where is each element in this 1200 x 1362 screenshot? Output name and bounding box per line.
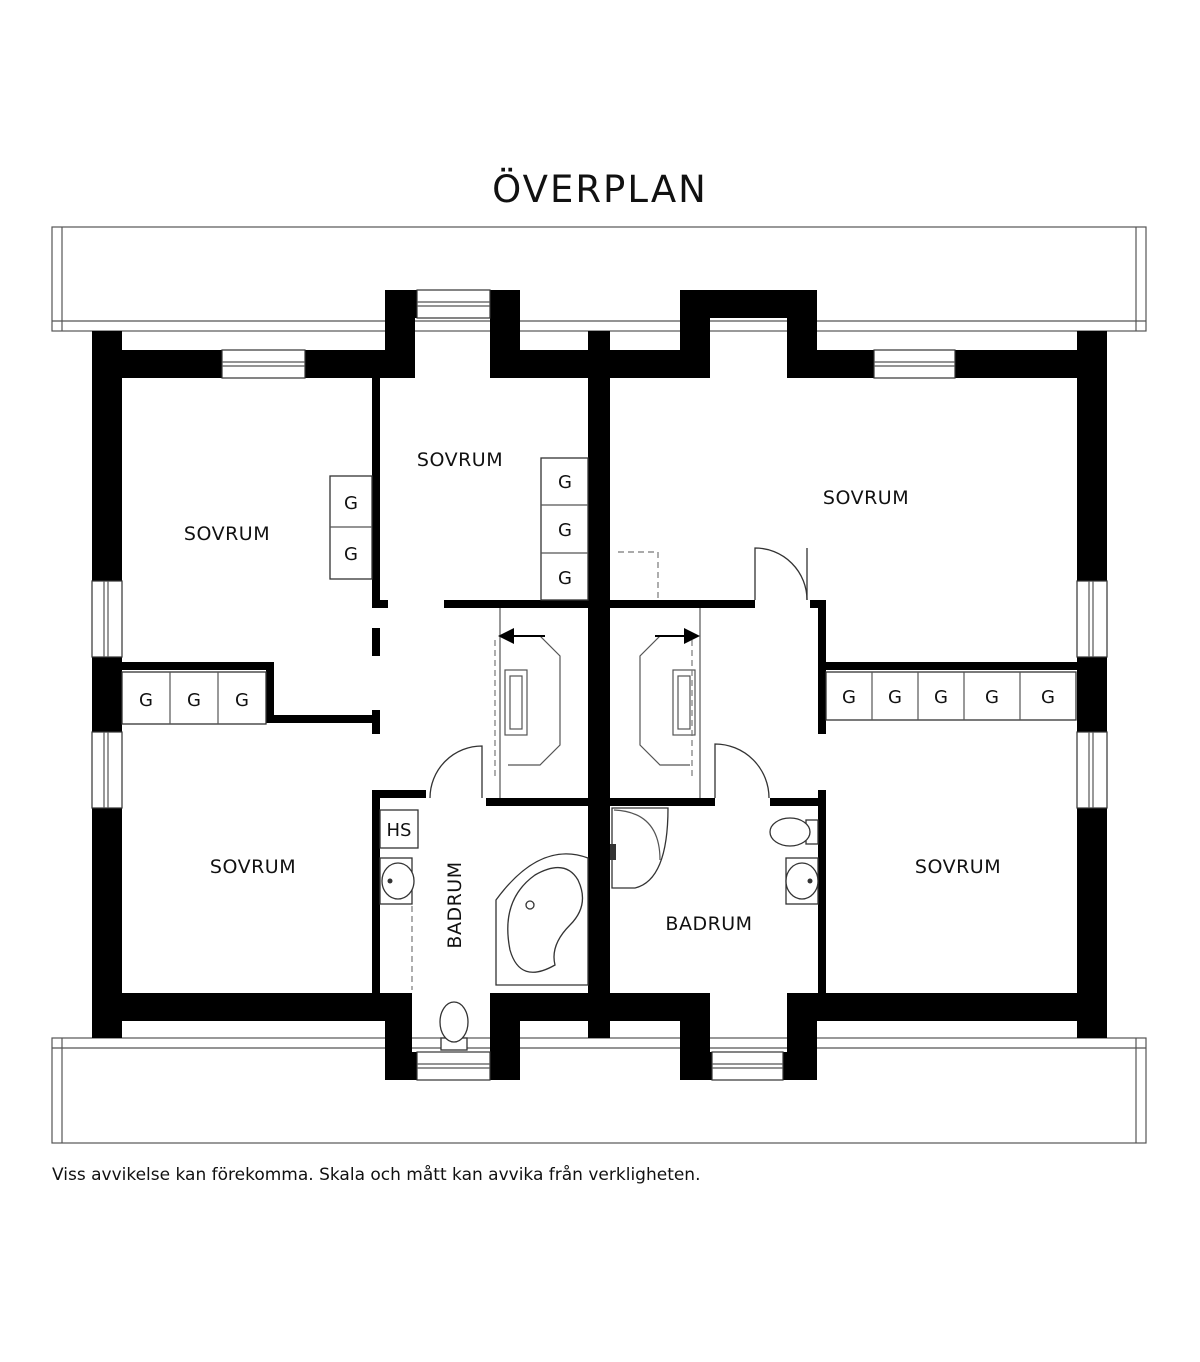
- exterior-walls: [92, 290, 1107, 1080]
- disclaimer-text: Viss avvikelse kan förekomma. Skala och …: [52, 1165, 701, 1185]
- wardrobe-label: G: [934, 687, 948, 708]
- wardrobe-label: G: [842, 687, 856, 708]
- wardrobe-label: G: [187, 690, 201, 711]
- roof-overhang-bottom: [51, 1037, 1147, 1144]
- shower: [610, 807, 669, 889]
- wardrobe-label: G: [1041, 687, 1055, 708]
- hs-cabinet: HS: [379, 809, 419, 849]
- toilet-left-bathroom: [439, 1001, 469, 1051]
- wardrobe-label: G: [558, 520, 572, 541]
- room-label-badrum-right: BADRUM: [665, 913, 752, 935]
- interior-walls: [122, 331, 1077, 1038]
- wardrobe-label: G: [888, 687, 902, 708]
- wardrobe-label: G: [344, 493, 358, 514]
- toilet-right-bathroom: [769, 817, 819, 847]
- room-label-sovrum-bottom-right: SOVRUM: [915, 856, 1001, 878]
- wardrobe-label: G: [235, 690, 249, 711]
- wardrobe-label: G: [985, 687, 999, 708]
- wardrobe-label: G: [344, 544, 358, 565]
- wardrobe-label: G: [558, 568, 572, 589]
- wardrobe-label: G: [139, 690, 153, 711]
- stair-direction-arrow-left: [498, 628, 545, 644]
- room-label-badrum-left: BADRUM: [444, 861, 466, 948]
- sink-right-bathroom: [785, 857, 819, 905]
- bathtub: [495, 853, 589, 986]
- room-label-sovrum-top-right: SOVRUM: [823, 487, 909, 509]
- stair-direction-arrow-right: [655, 628, 700, 644]
- wardrobe-group-right: G G G G G: [825, 671, 1077, 721]
- room-label-sovrum-top-middle: SOVRUM: [417, 449, 503, 471]
- roof-overhang-top: [51, 226, 1147, 332]
- room-label-sovrum-bottom-left: SOVRUM: [210, 856, 296, 878]
- room-label-sovrum-top-left: SOVRUM: [184, 523, 270, 545]
- wardrobe-group-bottom-left: G G G: [121, 671, 267, 725]
- wardrobe-group-top-left: G G: [329, 475, 373, 580]
- windows: [91, 289, 1108, 1081]
- plan-title: ÖVERPLAN: [492, 168, 708, 211]
- staircase: [494, 551, 701, 798]
- wardrobe-group-top-middle: G G G: [540, 457, 589, 601]
- sink-left-bathroom: [379, 857, 415, 905]
- doors: [429, 547, 808, 799]
- hs-label: HS: [387, 820, 412, 841]
- wardrobe-label: G: [558, 472, 572, 493]
